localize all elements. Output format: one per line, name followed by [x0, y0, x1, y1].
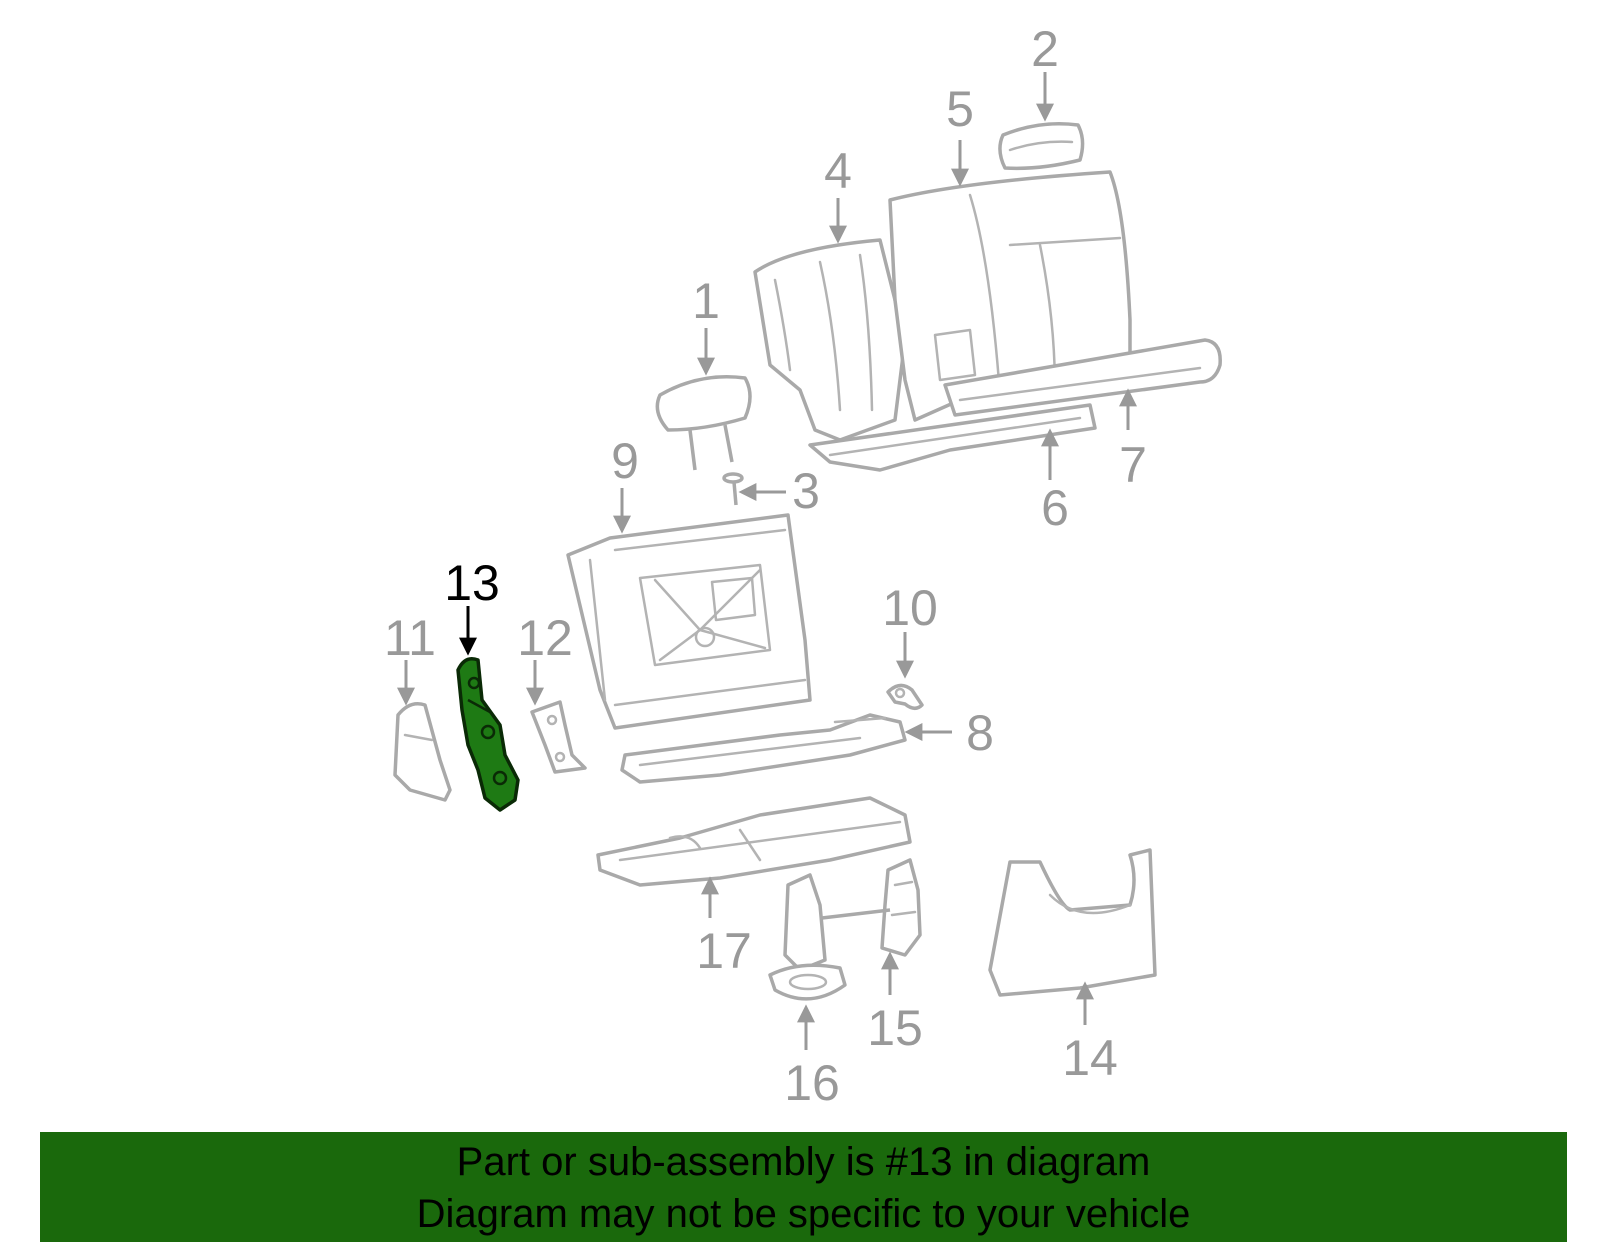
banner-line-disclaimer: Diagram may not be specific to your vehi… — [416, 1192, 1191, 1236]
info-banner: Part or sub-assembly is #13 in diagram D… — [40, 1132, 1567, 1242]
part-4-seat-back-left[interactable] — [753, 238, 907, 442]
part-10-bolt[interactable] — [886, 683, 924, 710]
part-3-pin[interactable] — [722, 472, 744, 506]
part-15-seat-adjuster[interactable] — [880, 858, 922, 957]
callout-1: 1 — [692, 273, 720, 329]
callout-11: 11 — [384, 610, 436, 666]
callout-arrows — [397, 72, 1137, 1050]
callout-17: 17 — [696, 923, 752, 979]
part-1-headrest[interactable] — [655, 375, 752, 471]
callout-13: 13 — [444, 555, 500, 611]
callout-14: 14 — [1062, 1030, 1118, 1086]
callout-15: 15 — [867, 1000, 923, 1056]
banner-line-part-number: Part or sub-assembly is #13 in diagram — [456, 1140, 1151, 1184]
part-13-seat-hinge[interactable] — [456, 657, 520, 812]
part-12-bracket[interactable] — [530, 700, 587, 774]
part-7-armrest-bar[interactable] — [943, 338, 1222, 417]
callout-2: 2 — [1031, 21, 1059, 77]
part-9-cushion-frame[interactable] — [566, 513, 812, 730]
callout-8: 8 — [966, 705, 994, 761]
callout-6: 6 — [1041, 480, 1069, 536]
callout-5: 5 — [946, 81, 974, 137]
callout-9: 9 — [611, 433, 639, 489]
part-16-seat-adjuster-base[interactable] — [768, 873, 891, 1001]
part-6-seat-back-frame[interactable] — [808, 403, 1097, 472]
callout-10: 10 — [882, 580, 938, 636]
part-2-headrest[interactable] — [998, 122, 1085, 171]
callout-4: 4 — [824, 143, 852, 199]
part-17-lower-pan[interactable] — [596, 796, 912, 887]
part-11-trim-cover[interactable] — [393, 702, 452, 802]
callout-labels: 2 5 4 1 7 6 3 9 10 8 11 13 12 17 15 16 1… — [384, 21, 1147, 1111]
callout-7: 7 — [1119, 437, 1147, 493]
callout-12: 12 — [517, 610, 573, 666]
part-8-support-bracket[interactable] — [620, 713, 907, 784]
callout-16: 16 — [784, 1055, 840, 1111]
part-14-seat-cover[interactable] — [988, 848, 1157, 997]
callout-3: 3 — [792, 463, 820, 519]
